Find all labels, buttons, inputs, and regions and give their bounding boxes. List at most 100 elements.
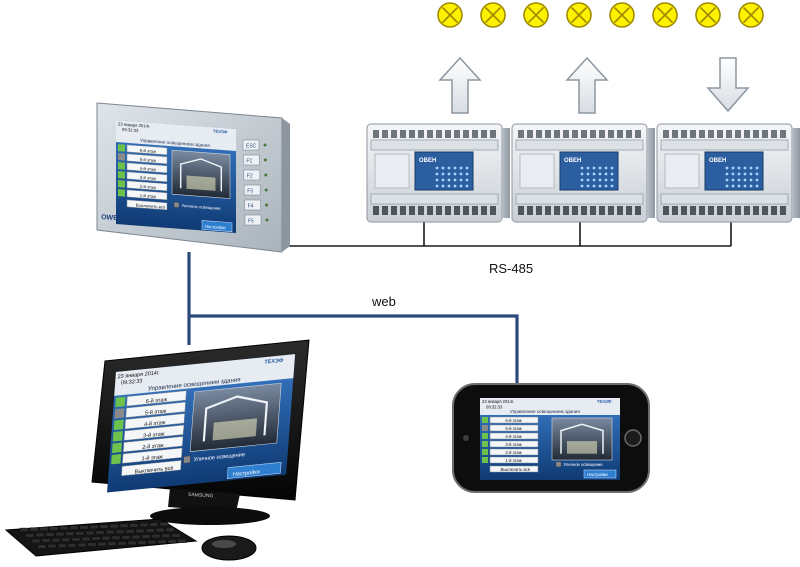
lamp-cross xyxy=(441,6,459,24)
floor-4-button[interactable] xyxy=(124,413,185,430)
key xyxy=(177,539,187,543)
terminal-top xyxy=(472,130,478,138)
floor-button-label: 1-й этаж xyxy=(505,458,521,463)
terminal-top xyxy=(699,130,705,138)
terminal-bottom xyxy=(391,206,397,215)
settings-label: Настройки xyxy=(233,468,260,478)
hmi-f4-button[interactable] xyxy=(244,199,261,211)
floor-3-button[interactable] xyxy=(123,424,185,441)
floor-1-button[interactable] xyxy=(126,189,168,201)
status-led xyxy=(725,166,729,170)
module-side xyxy=(792,128,800,218)
settings-button[interactable] xyxy=(226,462,282,479)
key xyxy=(51,538,61,543)
keyboard xyxy=(4,518,198,557)
status-led xyxy=(610,172,614,176)
floor-6-button[interactable] xyxy=(126,390,187,407)
module-brand-label: ОВЕН xyxy=(419,158,436,164)
mouse xyxy=(201,535,257,561)
settings-button[interactable] xyxy=(583,469,617,479)
floor-5-button[interactable] xyxy=(125,401,186,418)
screen-header xyxy=(116,120,236,152)
hmi-led xyxy=(263,143,267,147)
settings-button[interactable] xyxy=(201,220,233,232)
status-led xyxy=(580,184,584,188)
phone-home-button[interactable] xyxy=(624,429,642,447)
hmi-panel: OWEN 23 января 2014г.09:32:33Управление … xyxy=(96,102,290,253)
hmi-f3-button[interactable] xyxy=(243,184,261,196)
key xyxy=(109,524,119,529)
all-off-button[interactable] xyxy=(121,460,182,477)
floor-4-button[interactable] xyxy=(126,162,168,174)
status-led xyxy=(447,172,451,176)
all-off-label: Выключить всё xyxy=(136,202,166,209)
building-outline xyxy=(202,395,269,442)
floor-indicator xyxy=(482,433,488,439)
street-light-toggle[interactable] xyxy=(555,461,562,468)
floor-4-button[interactable] xyxy=(489,432,539,440)
terminal-top xyxy=(373,130,379,138)
status-led xyxy=(743,166,747,170)
key xyxy=(91,536,101,541)
hmi-f1-button[interactable] xyxy=(243,154,260,166)
rs485-label: RS-485 xyxy=(489,261,533,276)
terminal-bottom xyxy=(735,206,741,215)
lamp-icon xyxy=(523,2,549,28)
key xyxy=(161,533,171,538)
status-led xyxy=(453,178,457,182)
terminal-bottom xyxy=(708,206,714,215)
terminal-bottom xyxy=(681,206,687,215)
status-led xyxy=(755,184,759,188)
status-led xyxy=(592,172,596,176)
status-led xyxy=(441,184,445,188)
all-off-button[interactable] xyxy=(489,465,539,473)
floor-3-button[interactable] xyxy=(489,440,539,448)
floor-2-button[interactable] xyxy=(489,448,539,456)
terminal-top xyxy=(418,130,424,138)
floor-indicator xyxy=(111,442,122,453)
floor-5-button[interactable] xyxy=(489,424,539,432)
floor-6-button[interactable] xyxy=(489,416,539,424)
screen-time: 09:32:33 xyxy=(486,404,503,409)
web-line xyxy=(187,252,519,384)
hmi-panel-depth xyxy=(282,118,290,252)
hmi-esc-button[interactable] xyxy=(242,139,260,151)
terminal-top xyxy=(626,130,632,138)
all-off-button[interactable] xyxy=(126,199,168,211)
key xyxy=(67,543,77,548)
floor-6-button[interactable] xyxy=(126,144,168,156)
floor-2-button[interactable] xyxy=(122,436,184,453)
terminal-top xyxy=(753,130,759,138)
street-light-toggle[interactable] xyxy=(173,201,180,208)
status-led xyxy=(592,166,596,170)
building-outline xyxy=(560,423,604,454)
terminal-bottom xyxy=(726,206,732,215)
mouse-highlight xyxy=(212,540,236,548)
status-led xyxy=(592,184,596,188)
hmi-side-button-label: F5 xyxy=(248,219,254,225)
web-label: web xyxy=(371,294,396,309)
hmi-f5-button[interactable] xyxy=(244,214,262,226)
status-led xyxy=(447,184,451,188)
street-light-label: Уличное освещение xyxy=(193,452,245,463)
terminal-bottom xyxy=(690,206,696,215)
key xyxy=(57,543,67,548)
floor-5-button[interactable] xyxy=(126,153,168,165)
street-light-toggle[interactable] xyxy=(183,455,191,464)
floor-2-button[interactable] xyxy=(126,180,168,192)
floor-1-button[interactable] xyxy=(122,447,183,464)
status-led xyxy=(592,178,596,182)
key xyxy=(151,534,161,539)
key xyxy=(59,526,69,531)
floor-3-button[interactable] xyxy=(126,171,168,183)
all-off-label: Выключить всё xyxy=(501,467,531,472)
status-led xyxy=(737,178,741,182)
status-led xyxy=(749,172,753,176)
hmi-f2-button[interactable] xyxy=(243,169,261,181)
all-off-label: Выключить всё xyxy=(134,466,173,476)
status-led xyxy=(598,178,602,182)
floor-1-button[interactable] xyxy=(489,456,539,464)
terminal-top xyxy=(744,130,750,138)
floor-button-label: 5-й этаж xyxy=(505,426,521,431)
